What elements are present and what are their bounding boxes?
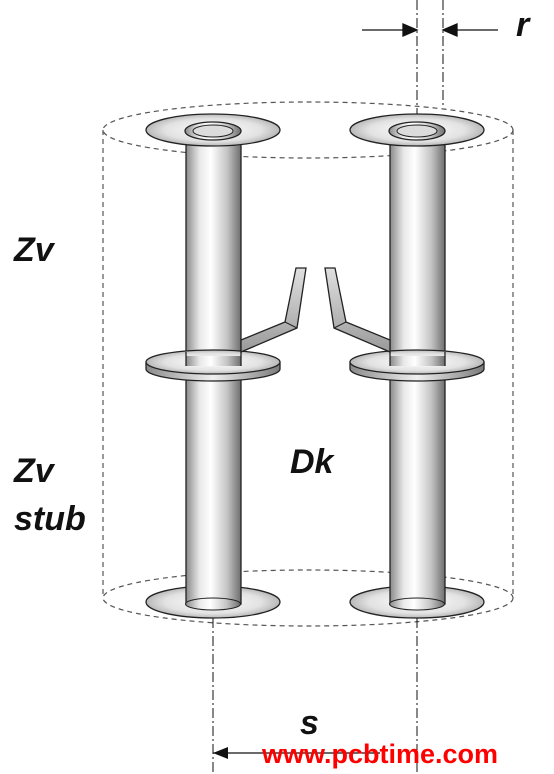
dielectric-cylinder	[102, 101, 514, 627]
label-zv-stub-line1: Zv	[13, 452, 56, 490]
inner-pad-left	[145, 349, 281, 382]
top-pad-left	[145, 113, 281, 147]
s-dimension	[213, 747, 380, 759]
label-dk: Dk	[290, 443, 336, 481]
r-dimension	[362, 23, 498, 37]
label-zv-stub-line2: stub	[14, 500, 86, 538]
center-lines	[212, 0, 444, 774]
via-right	[349, 113, 485, 619]
trace-right	[324, 267, 391, 353]
label-zv: Zv	[13, 231, 56, 269]
via-left	[145, 113, 281, 619]
watermark-text: www.pcbtime.com	[261, 739, 498, 769]
label-r: r	[516, 6, 531, 44]
label-s: s	[300, 704, 319, 742]
inner-pad-right	[349, 349, 485, 382]
trace-left	[240, 267, 307, 353]
top-pad-right	[349, 113, 485, 147]
